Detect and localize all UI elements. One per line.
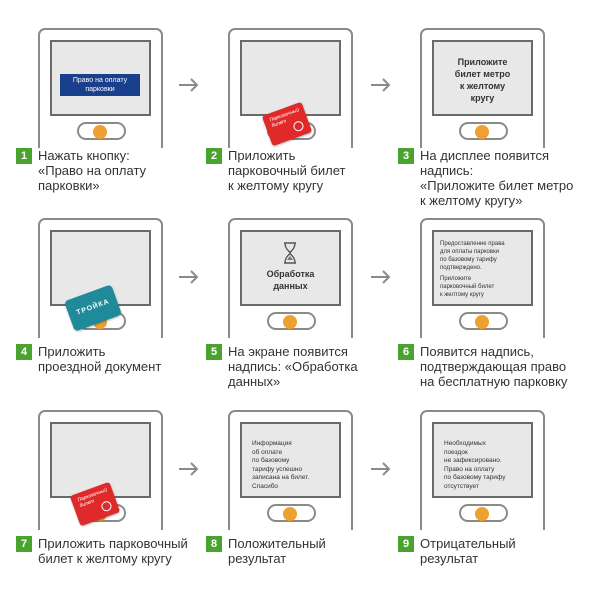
terminal-screen: Информация об оплате по базовому тарифу … — [240, 422, 341, 498]
card-reader — [267, 504, 316, 522]
screen-message: Предоставление права для оплаты парковки… — [440, 241, 505, 298]
step-6: Предоставление права для оплаты парковки… — [420, 218, 604, 408]
arrow-right-icon — [179, 462, 199, 476]
screen-message: Обработка данных — [266, 269, 315, 291]
terminal: Приложите билет метро к желтому кругу — [420, 28, 545, 148]
step-number-badge: 9 — [398, 536, 414, 552]
step-9: Необходимых поездок не зафиксировано. Пр… — [420, 410, 604, 590]
card-reader — [459, 312, 508, 330]
yellow-circle — [475, 315, 489, 329]
terminal-screen: Обработка данных — [240, 230, 341, 306]
step-number-badge: 6 — [398, 344, 414, 360]
ticket-logo-icon — [292, 119, 305, 133]
step-7: Парковочный билет — [38, 410, 228, 590]
screen-message: Необходимых поездок не зафиксировано. Пр… — [444, 440, 506, 490]
step-number-badge: 3 — [398, 148, 414, 164]
step-5: Обработка данных — [228, 218, 418, 408]
yellow-circle — [475, 507, 489, 521]
step-4: ТРОЙКА — [38, 218, 228, 408]
terminal-screen: Право на оплату парковки — [50, 40, 151, 116]
card-reader — [459, 504, 508, 522]
arrow-right-icon — [179, 270, 199, 284]
card-reader — [77, 122, 126, 140]
yellow-circle — [93, 125, 107, 139]
step-number-badge: 7 — [16, 536, 32, 552]
step-1: Право на оплату парковки — [38, 28, 228, 218]
step-number-badge: 8 — [206, 536, 222, 552]
arrow-right-icon — [371, 462, 391, 476]
parking-payment-right-button[interactable]: Право на оплату парковки — [60, 74, 140, 96]
arrow-right-icon — [371, 78, 391, 92]
yellow-circle — [283, 507, 297, 521]
terminal: Обработка данных — [228, 218, 353, 338]
hourglass-icon — [284, 242, 296, 264]
terminal: Право на оплату парковки — [38, 28, 163, 148]
card-reader — [267, 312, 316, 330]
screen-message: Информация об оплате по базовому тарифу … — [252, 440, 310, 490]
card-reader — [459, 122, 508, 140]
arrow-right-icon — [179, 78, 199, 92]
terminal: Необходимых поездок не зафиксировано. Пр… — [420, 410, 545, 530]
screen-message: Приложите билет метро к желтому кругу — [454, 57, 511, 103]
step-number-badge: 5 — [206, 344, 222, 360]
yellow-circle — [283, 315, 297, 329]
ticket-logo-icon — [100, 499, 113, 513]
terminal-screen: Приложите билет метро к желтому кругу — [432, 40, 533, 116]
terminal: Информация об оплате по базовому тарифу … — [228, 410, 353, 530]
terminal: Парковочный билет — [228, 28, 353, 148]
terminal-screen: Предоставление права для оплаты парковки… — [432, 230, 533, 306]
step-8: Информация об оплате по базовому тарифу … — [228, 410, 418, 590]
terminal-screen: Необходимых поездок не зафиксировано. Пр… — [432, 422, 533, 498]
terminal: ТРОЙКА — [38, 218, 163, 338]
step-2: Парковочный билет — [228, 28, 418, 218]
terminal: Парковочный билет — [38, 410, 163, 530]
step-number-badge: 1 — [16, 148, 32, 164]
step-3: Приложите билет метро к желтому кругу — [420, 28, 604, 218]
terminal: Предоставление права для оплаты парковки… — [420, 218, 545, 338]
step-number-badge: 4 — [16, 344, 32, 360]
step-number-badge: 2 — [206, 148, 222, 164]
arrow-right-icon — [371, 270, 391, 284]
yellow-circle — [475, 125, 489, 139]
